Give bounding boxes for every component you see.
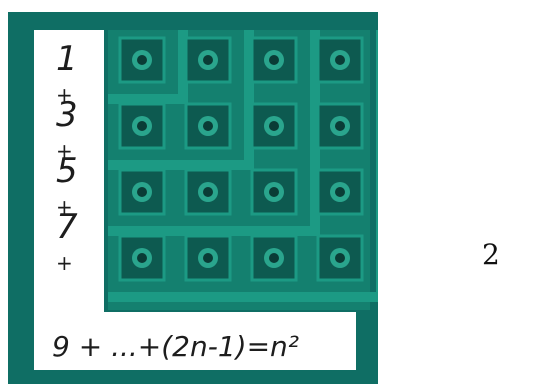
dot: [203, 187, 213, 197]
gnomon-band-vertical: [376, 30, 378, 302]
dot: [269, 55, 279, 65]
dot: [335, 55, 345, 65]
page-number: 2: [482, 238, 500, 271]
plus-sign: +: [56, 251, 73, 275]
odd-number-sum-figure: 1+3+5+7+ 9 + ...+(2n-1)=n²: [8, 12, 378, 384]
odd-terms-column: 1+3+5+7+: [56, 39, 78, 275]
dot: [269, 253, 279, 263]
dot: [203, 121, 213, 131]
dot: [137, 55, 147, 65]
dot: [335, 187, 345, 197]
figure-canvas: 1+3+5+7+ 9 + ...+(2n-1)=n²: [8, 12, 378, 384]
odd-term: 3: [56, 95, 78, 135]
gnomon-band-horizontal: [108, 292, 378, 302]
dot: [335, 253, 345, 263]
dot: [335, 121, 345, 131]
dot: [137, 121, 147, 131]
dot: [137, 253, 147, 263]
odd-term: 5: [56, 151, 78, 191]
dot: [269, 121, 279, 131]
dot: [137, 187, 147, 197]
odd-term: 1: [56, 39, 78, 79]
dot: [269, 187, 279, 197]
odd-term: 7: [56, 207, 78, 247]
dot: [203, 253, 213, 263]
sum-formula: 9 + ...+(2n-1)=n²: [52, 330, 299, 363]
dot: [203, 55, 213, 65]
